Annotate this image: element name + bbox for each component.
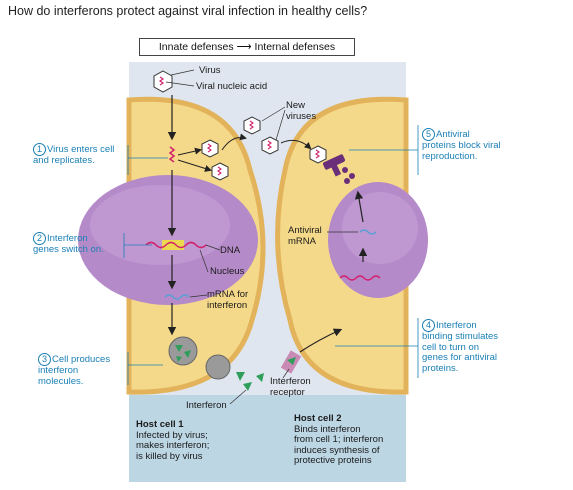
header-left: Innate defenses xyxy=(158,41,234,53)
question-text: How do interferons protect against viral… xyxy=(8,4,368,18)
step-2-text: Interferon genes switch on. xyxy=(33,233,104,255)
host-cell-1-title: Host cell 1 xyxy=(136,419,184,430)
virus-icon xyxy=(243,116,261,135)
antiviral-mrna-nuclear xyxy=(339,275,381,281)
virus-icon xyxy=(201,139,219,158)
host-cell-2-description: Binds interferon from cell 1; interferon… xyxy=(294,423,384,466)
step-3-text: Cell produces interferon molecules. xyxy=(38,354,111,387)
mrna-interferon-label: mRNA for interferon xyxy=(207,289,249,311)
virus-icon xyxy=(309,145,327,164)
receptor-icon xyxy=(280,350,302,374)
virus-label: Virus xyxy=(199,65,221,76)
lower-background xyxy=(129,395,406,482)
interferon-receptor-label: Interferon receptor xyxy=(270,376,311,398)
host-cell-1-description: Infected by virus; makes interferon; is … xyxy=(136,429,210,462)
arrow-right-icon: ⟶ xyxy=(236,41,255,53)
interferon-label: Interferon xyxy=(186,400,227,411)
virus-icon xyxy=(261,136,279,155)
step-5-text: Antiviral proteins block viral reproduct… xyxy=(422,129,501,162)
secretory-vesicle xyxy=(205,354,231,380)
header-box: Innate defenses ⟶ Internal defenses xyxy=(139,38,355,56)
interferon-icon xyxy=(236,372,264,391)
header-right: Internal defenses xyxy=(254,41,336,53)
step-4-text: Interferon binding stimulates cell to tu… xyxy=(422,320,499,374)
dna-label: DNA xyxy=(220,245,241,256)
antiviral-mrna-label: Antiviral mRNA xyxy=(288,225,322,247)
mrna-interferon xyxy=(164,294,190,300)
nucleus-label: Nucleus xyxy=(210,266,245,277)
interferon-vesicle xyxy=(168,336,198,366)
step-1-text: Virus enters cell and replicates. xyxy=(33,144,115,166)
antiviral-mrna xyxy=(359,229,377,235)
new-viruses-label: New viruses xyxy=(286,100,317,122)
virus-icon xyxy=(211,162,229,181)
antiviral-protein-icon xyxy=(322,154,355,184)
host-cell-2-title: Host cell 2 xyxy=(294,413,342,424)
virus-icon xyxy=(153,70,173,93)
viral-nucleic-acid-label: Viral nucleic acid xyxy=(196,81,268,92)
host-cell-2-caption: Host cell 2 Binds interferon from cell 1… xyxy=(294,413,384,467)
host-cell-1-caption: Host cell 1 Infected by virus; makes int… xyxy=(136,419,210,462)
